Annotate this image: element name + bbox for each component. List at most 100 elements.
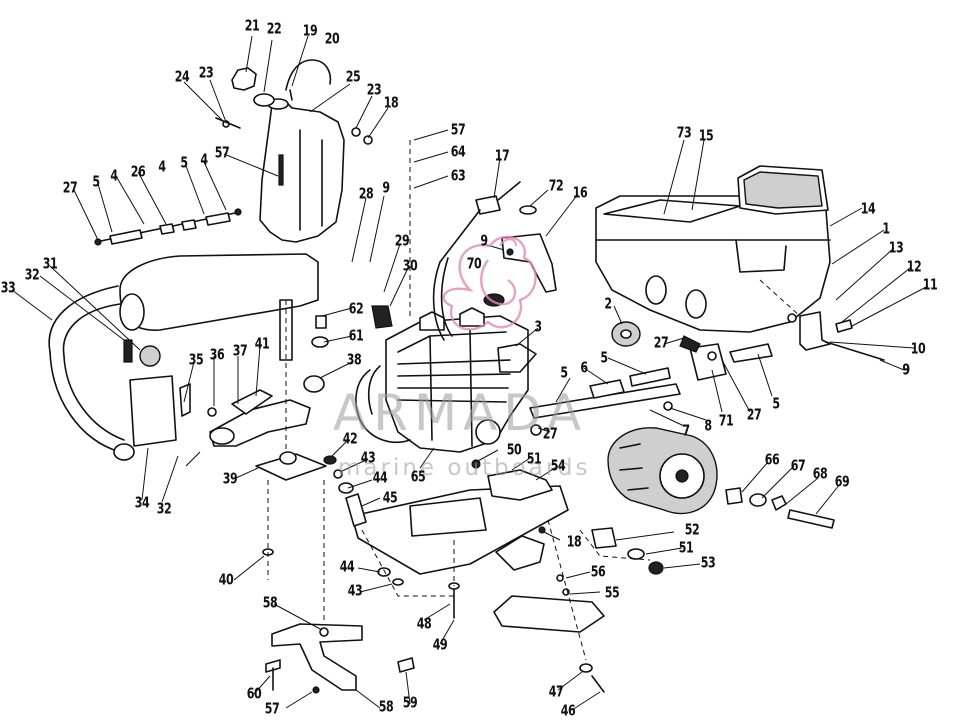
callout-18: 18 <box>383 93 399 112</box>
hardware-parts <box>323 455 664 575</box>
callout-38: 38 <box>346 350 362 369</box>
callout-31: 31 <box>42 254 58 273</box>
callout-34: 34 <box>134 493 150 512</box>
callout-20: 20 <box>324 29 340 48</box>
callout-27: 27 <box>62 178 78 197</box>
callout-65: 65 <box>410 467 426 486</box>
callout-43: 43 <box>347 581 363 600</box>
callout-33: 33 <box>0 278 16 297</box>
callout-9: 9 <box>902 360 910 379</box>
callout-5: 5 <box>180 153 188 172</box>
callout-49: 49 <box>432 635 448 654</box>
callout-5: 5 <box>92 172 100 191</box>
callout-73: 73 <box>676 123 692 142</box>
callout-8: 8 <box>704 416 712 435</box>
callout-45: 45 <box>382 488 398 507</box>
callout-70: 70 <box>466 254 482 273</box>
callout-16: 16 <box>572 183 588 202</box>
pulley <box>611 321 641 347</box>
callout-25: 25 <box>345 67 361 86</box>
callout-2: 2 <box>604 294 612 313</box>
base-plate <box>351 459 569 575</box>
callout-23: 23 <box>198 63 214 82</box>
side-bracket <box>787 311 885 361</box>
callout-1: 1 <box>882 219 890 238</box>
callout-11: 11 <box>922 275 938 294</box>
callout-28: 28 <box>358 184 374 203</box>
spacers <box>303 315 329 393</box>
tank-cap-parts <box>215 59 373 145</box>
callout-51: 51 <box>678 538 694 557</box>
callout-14: 14 <box>860 199 876 218</box>
flywheel-assembly <box>607 427 718 515</box>
callout-7: 7 <box>682 421 690 440</box>
rod-assembly <box>529 335 773 436</box>
callout-32: 32 <box>156 499 172 518</box>
callout-54: 54 <box>550 456 566 475</box>
engine-mount <box>255 299 327 481</box>
watermark-subtitle: marine outboards <box>338 455 591 481</box>
callout-4: 4 <box>158 157 166 176</box>
fuel-line-parts <box>432 181 557 341</box>
drive-shaft-parts <box>94 208 242 246</box>
callout-59: 59 <box>402 693 418 712</box>
callout-68: 68 <box>812 464 828 483</box>
callout-46: 46 <box>560 701 576 720</box>
leader-lines <box>11 35 929 711</box>
callout-9: 9 <box>902 360 910 379</box>
callout-43: 43 <box>360 448 376 467</box>
callout-61: 61 <box>348 326 364 345</box>
callout-19: 19 <box>302 21 318 40</box>
callout-52: 52 <box>684 520 700 539</box>
callout-30: 30 <box>402 256 418 275</box>
callout-26: 26 <box>130 162 146 181</box>
callout-42: 42 <box>342 429 358 448</box>
callout-13: 13 <box>888 238 904 257</box>
fuel-tank-housing <box>595 165 831 333</box>
loose-bolts <box>262 548 605 693</box>
watermark-emblem <box>442 235 537 331</box>
callout-60: 60 <box>246 684 262 703</box>
callout-21: 21 <box>244 16 260 35</box>
callout-69: 69 <box>834 472 850 491</box>
callout-17: 17 <box>494 146 510 165</box>
callout-67: 67 <box>790 456 806 475</box>
callout-5: 5 <box>772 394 780 413</box>
callout-23: 23 <box>366 80 382 99</box>
callout-58: 58 <box>262 593 278 612</box>
callout-55: 55 <box>604 583 620 602</box>
callout-71: 71 <box>718 411 734 430</box>
callout-66: 66 <box>764 450 780 469</box>
callout-36: 36 <box>209 345 225 364</box>
callout-57: 57 <box>450 120 466 139</box>
callout-12: 12 <box>906 257 922 276</box>
callout-62: 62 <box>348 299 364 318</box>
callout-56: 56 <box>590 562 606 581</box>
callout-44: 44 <box>339 557 355 576</box>
callout-51: 51 <box>526 449 542 468</box>
callout-9: 9 <box>480 231 488 250</box>
lower-cover-parts <box>493 535 605 633</box>
callout-3: 3 <box>534 317 542 336</box>
callout-27: 27 <box>542 424 558 443</box>
callout-72: 72 <box>548 176 564 195</box>
assembly-lines <box>267 140 801 661</box>
callout-48: 48 <box>416 614 432 633</box>
callout-4: 4 <box>110 166 118 185</box>
callout-27: 27 <box>746 405 762 424</box>
callout-53: 53 <box>700 553 716 572</box>
callout-5: 5 <box>600 348 608 367</box>
callout-27: 27 <box>653 333 669 352</box>
callout-4: 4 <box>200 150 208 169</box>
callout-9: 9 <box>382 178 390 197</box>
callout-29: 29 <box>394 231 410 250</box>
callout-40: 40 <box>218 570 234 589</box>
callout-58: 58 <box>378 697 394 716</box>
callout-37: 37 <box>232 341 248 360</box>
callout-41: 41 <box>254 334 270 353</box>
callout-44: 44 <box>372 468 388 487</box>
callout-64: 64 <box>450 142 466 161</box>
muffler <box>48 253 319 461</box>
callout-57: 57 <box>214 143 230 162</box>
